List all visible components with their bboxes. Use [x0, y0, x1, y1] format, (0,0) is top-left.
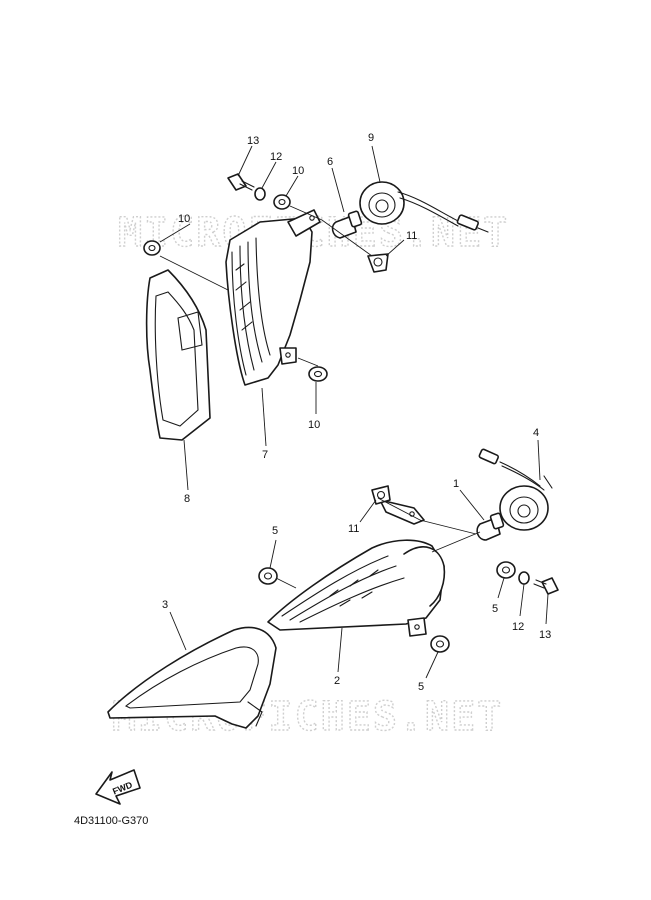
part-12-washer-lower	[518, 571, 530, 585]
callout-11-lower: 11	[348, 523, 359, 535]
callout-12-top: 12	[270, 151, 282, 163]
callout-9: 9	[368, 132, 374, 144]
callout-10-top: 10	[292, 165, 304, 177]
part-12-washer-top	[254, 187, 266, 201]
part-1-bulb	[476, 512, 505, 541]
callout-6: 6	[327, 156, 333, 168]
part-5-grommet-left	[258, 567, 278, 585]
part-10-grommet-left	[143, 240, 161, 256]
callout-5-bottom: 5	[418, 681, 424, 693]
part-5-grommet-bottom	[430, 635, 450, 653]
part-7-lamp-housing	[225, 209, 321, 386]
part-11-mount-lower	[371, 485, 391, 505]
part-8-lens-cover	[145, 269, 211, 441]
callout-5-right: 5	[492, 603, 498, 615]
part-9-bulb-socket	[359, 181, 489, 233]
fwd-arrow-icon: FWD	[95, 769, 141, 805]
callout-10-lower: 10	[308, 419, 320, 431]
callout-7: 7	[262, 449, 268, 461]
callout-5-left: 5	[272, 525, 278, 537]
callout-10-left: 10	[178, 213, 190, 225]
part-2-lamp-housing	[267, 499, 446, 637]
callout-1: 1	[453, 478, 459, 490]
callout-13-lower: 13	[539, 629, 551, 641]
callout-11-top: 11	[406, 230, 417, 242]
callout-13-top: 13	[247, 135, 259, 147]
part-4-bulb-socket	[478, 448, 553, 531]
callout-3: 3	[162, 599, 168, 611]
part-13-screw-lower	[533, 577, 559, 595]
callout-8: 8	[184, 493, 190, 505]
part-10-grommet-lower	[308, 366, 328, 382]
diagram-code: 4D31100-G370	[74, 815, 148, 827]
part-13-screw-top	[227, 173, 255, 191]
part-10-grommet-top	[273, 194, 291, 210]
callout-4: 4	[533, 427, 539, 439]
callout-2: 2	[334, 675, 340, 687]
part-11-mount-top	[367, 253, 389, 273]
part-5-grommet-right	[496, 561, 516, 579]
callout-12-lower: 12	[512, 621, 524, 633]
part-3-lens-cover	[107, 626, 277, 729]
part-6-bulb	[331, 210, 363, 239]
